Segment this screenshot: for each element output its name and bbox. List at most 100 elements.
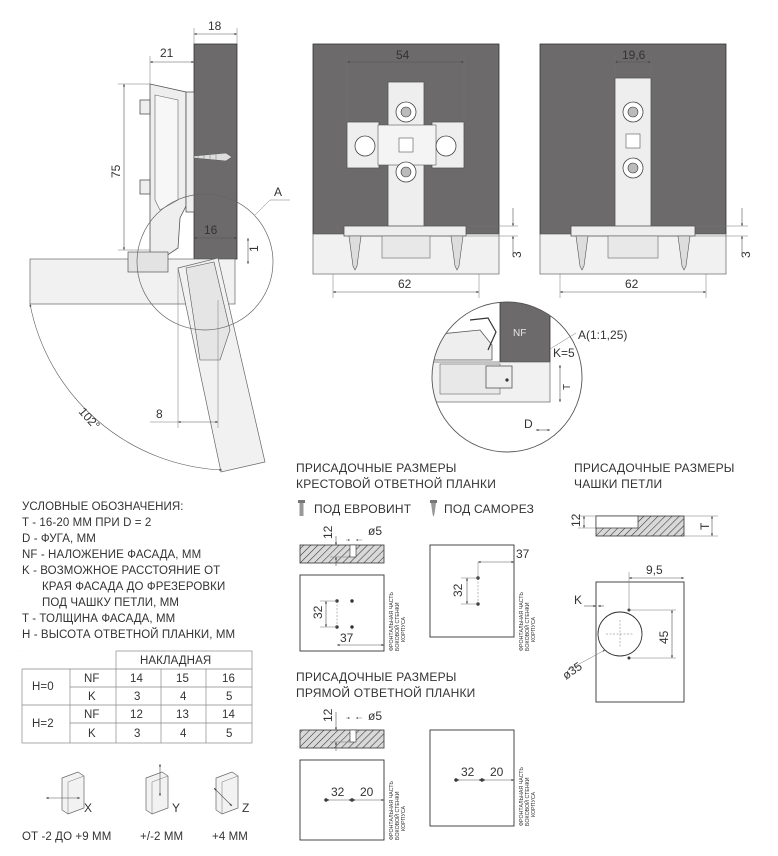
cross-front-note-2b: БОКОВОЙ СТЕНКИ <box>523 602 531 651</box>
cell-r3-label: K <box>88 728 96 740</box>
straight-title-2: ПРЯМОЙ ОТВЕТНОЙ ПЛАНКИ <box>296 685 475 700</box>
cell-r1-c1: 4 <box>180 691 187 703</box>
cross-front-note-3a: КОРПУСА <box>401 616 407 642</box>
detail-marker-a: A <box>274 185 282 199</box>
dim-3-straight: 3 <box>739 251 753 258</box>
wood-screw-icon <box>430 500 437 517</box>
detail-a-circle <box>431 301 583 453</box>
dim-62-straight: 62 <box>625 277 639 291</box>
euro-label: ПОД ЕВРОВИНТ <box>314 502 412 516</box>
adjustment-icons: X Y Z ОТ -2 ДО +9 ММ +/-2 ММ +4 ММ <box>22 764 249 843</box>
straight-front-note-1a: ФРОНТАЛЬНАЯ ЧАСТЬ <box>389 780 395 840</box>
cell-r3-c2: 5 <box>226 728 233 740</box>
side-view: 18 21 75 16 1 8 102° A <box>29 19 290 473</box>
cell-r1-label: K <box>88 691 96 703</box>
straight-dim-32-b: 32 <box>461 765 475 779</box>
legend-line-2: D - ФУГА, ММ <box>22 533 96 545</box>
cross-title-1: ПРИСАДОЧНЫЕ РАЗМЕРЫ <box>296 461 457 475</box>
cell-r0-label: NF <box>84 673 100 685</box>
cell-r3-c0: 3 <box>134 728 141 740</box>
straight-title-1: ПРИСАДОЧНЫЕ РАЗМЕРЫ <box>296 670 457 684</box>
dim-16: 16 <box>204 223 218 237</box>
adjust-z-icon: Z <box>213 771 249 815</box>
straight-dim-20-a: 20 <box>360 785 374 799</box>
cell-r3-c1: 4 <box>180 728 187 740</box>
straight-dim-20-b: 20 <box>490 765 504 779</box>
cell-r0-c1: 15 <box>176 673 189 685</box>
cross-dim-37-b: 37 <box>516 547 530 561</box>
legend-line-7: T - ТОЛЩИНА ФАСАДА, ММ <box>22 613 175 625</box>
straight-front-note-2b: БОКОВОЙ СТЕНКИ <box>523 777 531 826</box>
legend-line-6: ПОД ЧАШКУ ПЕТЛИ, ММ <box>42 597 179 609</box>
cell-r2-label: NF <box>84 709 100 721</box>
cross-dim-37-a: 37 <box>340 631 354 645</box>
cross-dim-32-b: 32 <box>451 583 465 597</box>
legend-title: УСЛОВНЫЕ ОБОЗНАЧЕНИЯ: <box>22 501 184 513</box>
cup-dim-t: T <box>698 522 712 530</box>
z-axis-label: Z <box>242 801 249 815</box>
cross-dim-d5: ø5 <box>368 524 382 538</box>
angle-102: 102° <box>76 405 103 433</box>
cell-r2-c1: 13 <box>176 709 189 721</box>
x-axis-label: X <box>84 801 92 815</box>
cross-dim-32-a: 32 <box>311 605 325 619</box>
legend: УСЛОВНЫЕ ОБОЗНАЧЕНИЯ: T - 16-20 ММ ПРИ D… <box>22 501 235 641</box>
detail-a-title: A(1:1,25) <box>578 328 627 342</box>
front-view-straight-plate: 19,6 62 3 <box>539 43 753 298</box>
cross-front-note-1b: ФРОНТАЛЬНАЯ ЧАСТЬ <box>519 591 525 651</box>
cup-dim-d35: ø35 <box>560 659 585 683</box>
cup-title-1: ПРИСАДОЧНЫЕ РАЗМЕРЫ <box>574 461 735 475</box>
screw-label: ПОД САМОРЕЗ <box>444 502 534 516</box>
straight-plate-drilling: ПРИСАДОЧНЫЕ РАЗМЕРЫ ПРЯМОЙ ОТВЕТНОЙ ПЛАН… <box>296 670 537 841</box>
straight-dim-d5: ø5 <box>368 709 382 723</box>
legend-line-3: NF - НАЛОЖЕНИЕ ФАСАДА, ММ <box>22 549 201 561</box>
cell-r0-c2: 16 <box>222 673 235 685</box>
dim-54: 54 <box>396 48 410 62</box>
y-range: +/-2 ММ <box>140 831 183 843</box>
dim-75: 75 <box>109 164 123 178</box>
dim-8: 8 <box>156 407 163 421</box>
detail-a: NF K=5 A(1:1,25) T D <box>431 301 627 453</box>
detail-t: T <box>562 384 573 390</box>
straight-front-note-3b: КОРПУСА <box>531 791 537 817</box>
cell-r0-c0: 14 <box>130 673 143 685</box>
straight-front-note-1b: ФРОНТАЛЬНАЯ ЧАСТЬ <box>519 766 525 826</box>
row-h0: H=0 <box>32 681 54 693</box>
y-axis-label: Y <box>172 801 180 815</box>
straight-dim-32-a: 32 <box>331 785 345 799</box>
dim-1: 1 <box>247 245 261 252</box>
detail-circle-a <box>136 193 274 331</box>
row-h2: H=2 <box>32 718 54 730</box>
front-view-cross-plate: 54 62 3 <box>312 43 524 298</box>
dim-18: 18 <box>208 19 222 33</box>
cup-dim-45: 45 <box>657 630 671 644</box>
detail-d: D <box>524 417 533 431</box>
dim-19-6: 19,6 <box>622 48 646 62</box>
legend-line-4: K - ВОЗМОЖНОЕ РАССТОЯНИЕ ОТ <box>22 565 220 577</box>
cross-dim-12: 12 <box>321 525 335 539</box>
cross-front-note-1a: ФРОНТАЛЬНАЯ ЧАСТЬ <box>389 591 395 651</box>
cell-r1-c2: 5 <box>226 691 233 703</box>
overlay-table: НАКЛАДНАЯ H=0 H=2 NF 14 15 16 K 3 4 5 NF… <box>21 650 253 744</box>
cup-dim-9-5: 9,5 <box>646 563 663 577</box>
x-range: ОТ -2 ДО +9 ММ <box>22 831 111 843</box>
detail-nf: NF <box>513 328 526 339</box>
cup-drilling: ПРИСАДОЧНЫЕ РАЗМЕРЫ ЧАШКИ ПЕТЛИ 12 T 9,5… <box>560 461 735 703</box>
cell-r2-c0: 12 <box>130 709 143 721</box>
side-wall-panel <box>193 43 238 260</box>
legend-line-8: H - ВЫСОТА ОТВЕТНОЙ ПЛАНКИ, ММ <box>22 628 235 641</box>
cup-dim-12: 12 <box>569 513 583 527</box>
euro-screw-icon <box>298 500 305 516</box>
adjust-x-icon: X <box>46 771 92 815</box>
straight-front-note-2a: БОКОВОЙ СТЕНКИ <box>393 791 401 840</box>
cross-plate-drilling: ПРИСАДОЧНЫЕ РАЗМЕРЫ КРЕСТОВОЙ ОТВЕТНОЙ П… <box>296 461 537 652</box>
dim-21: 21 <box>160 46 174 60</box>
dim-3-cross: 3 <box>510 251 524 258</box>
cell-r2-c2: 14 <box>222 709 235 721</box>
z-range: +4 ММ <box>212 831 248 843</box>
straight-front-note-3a: КОРПУСА <box>401 805 407 831</box>
cross-title-2: КРЕСТОВОЙ ОТВЕТНОЙ ПЛАНКИ <box>296 476 496 491</box>
cup-title-2: ЧАШКИ ПЕТЛИ <box>574 477 662 491</box>
cross-front-note-2a: БОКОВОЙ СТЕНКИ <box>393 602 401 651</box>
